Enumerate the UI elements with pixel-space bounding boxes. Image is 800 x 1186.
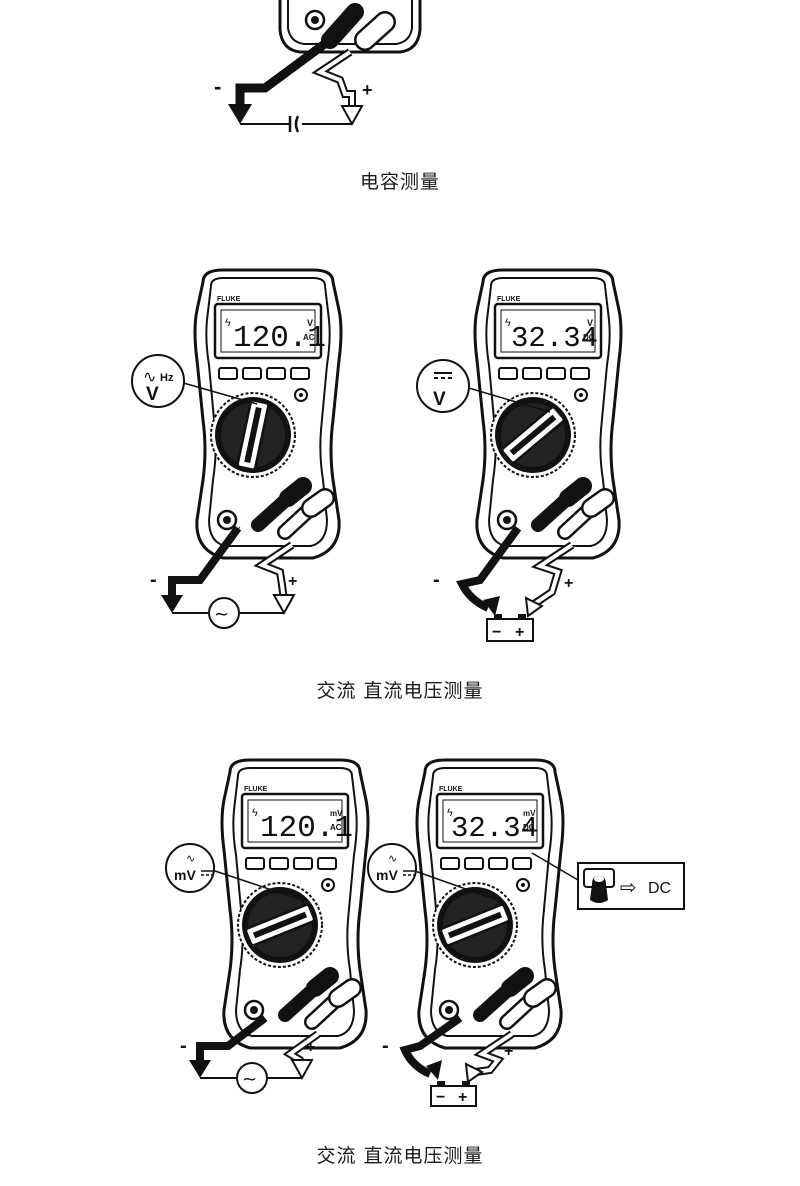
caption-voltage-bottom: 交流 直流电压测量 (316, 1145, 484, 1167)
lcd-unit: mV (330, 809, 343, 818)
minus-sign: - (150, 569, 157, 591)
minus-sign: - (382, 1035, 389, 1057)
lcd-mode: DC (523, 823, 535, 832)
lightning-icon: ϟ (447, 807, 453, 819)
plus-sign: + (288, 573, 297, 590)
brand-logo: FLUKE (244, 786, 268, 793)
lcd-mode: AC (330, 823, 342, 832)
ac-millivoltmeter-dial-label: ∿ mV (165, 843, 303, 901)
arrow-icon: ⇨ (620, 875, 637, 899)
dc-millivoltmeter-dial-label: ∿ mV (367, 843, 498, 901)
ac-millivolt-circuit: ~ - + (180, 1014, 321, 1094)
ac-source-icon: ~ (214, 604, 229, 625)
dc-callout: ⇨ DC (531, 852, 685, 910)
minus-sign: - (180, 1035, 187, 1057)
lcd-reading: 120.1 (233, 321, 326, 356)
lcd-reading: 120.1 (260, 811, 353, 846)
battery-minus: − (436, 1089, 445, 1106)
dial-mv-label: mV (174, 867, 196, 883)
plus-sign: + (306, 1039, 315, 1056)
battery-minus: − (492, 624, 501, 641)
lcd-mode: DC (583, 333, 595, 342)
lcd-unit: mV (523, 809, 536, 818)
plus-sign: + (504, 1043, 513, 1060)
plus-sign: + (362, 80, 373, 100)
dial-v-label: V (433, 389, 446, 410)
caption-capacitance: 电容测量 (359, 171, 440, 193)
ac-millivoltmeter: FLUKE ϟ 120.1 mV AC (220, 758, 370, 1050)
lcd-reading: 32.34 (451, 812, 538, 845)
ac-wave-icon: ∿ (388, 852, 397, 865)
capacitance-meter: - + (214, 0, 422, 133)
caption-voltage-top: 交流 直流电压测量 (316, 680, 484, 702)
dc-millivolt-circuit: − + - + (382, 1014, 515, 1107)
ac-voltage-circuit: ~ - + (150, 525, 297, 629)
dial-mv-label: mV (376, 867, 398, 883)
callout-dc-label: DC (648, 880, 671, 897)
lcd-unit: V (587, 318, 593, 328)
plus-sign: + (564, 575, 573, 592)
battery-plus: + (458, 1089, 467, 1106)
ac-wave-icon: ∿ (143, 367, 156, 386)
lightning-icon: ϟ (225, 317, 231, 329)
dc-voltmeter: FLUKE ϟ 32.34 V DC (473, 268, 623, 560)
lcd-unit: V (307, 318, 313, 328)
brand-logo: FLUKE (497, 296, 521, 303)
dc-millivoltmeter: FLUKE ϟ 32.34 mV DC (415, 758, 565, 1050)
lightning-icon: ϟ (505, 317, 511, 329)
brand-logo: FLUKE (217, 296, 241, 303)
minus-sign: - (433, 569, 440, 591)
ac-voltmeter-dial-label: ∿ Hz V (131, 354, 258, 408)
brand-logo: FLUKE (439, 786, 463, 793)
dc-voltmeter-dial-label: V (416, 359, 551, 413)
dial-v-label: V (146, 384, 159, 405)
lightning-icon: ϟ (252, 807, 258, 819)
lcd-reading: 32.34 (511, 322, 598, 355)
dc-voltage-circuit: − + - + (433, 525, 575, 642)
dial-hz-label: Hz (160, 372, 174, 384)
minus-sign: - (214, 74, 221, 99)
battery-plus: + (515, 624, 524, 641)
ac-source-icon: ~ (242, 1069, 257, 1090)
lcd-mode: AC (303, 333, 315, 342)
ac-voltmeter: FLUKE ϟ 120.1 V AC (193, 268, 343, 560)
ac-wave-icon: ∿ (186, 852, 195, 865)
